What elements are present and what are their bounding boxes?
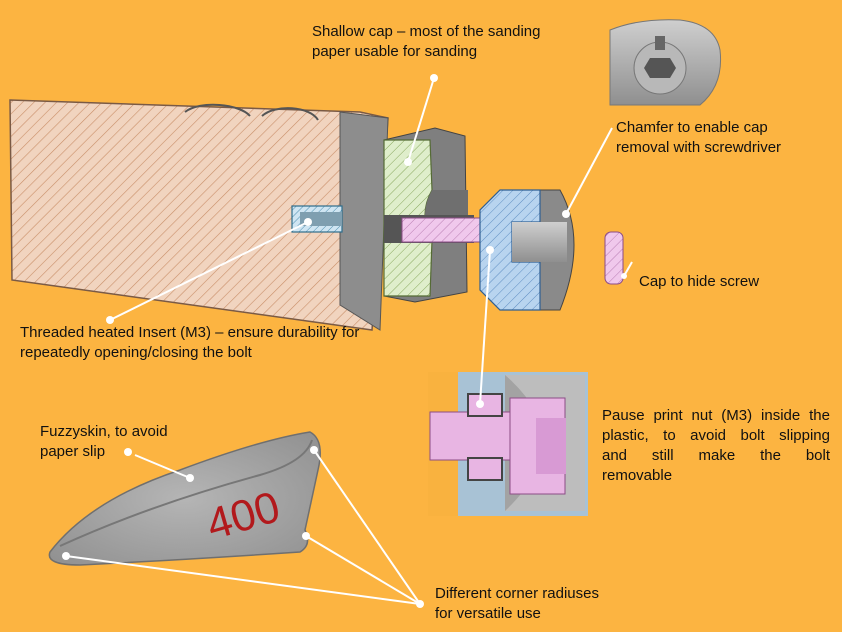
screw-cover-cap	[604, 231, 624, 285]
label-pause-print-nut: Pause print nut (M3) inside the plastic,…	[602, 407, 830, 484]
label-chamfer: Chamfer to enable cap removal with screw…	[616, 119, 782, 156]
leader-dots	[62, 74, 627, 608]
shallow-cap-part	[383, 127, 474, 303]
label-shallow-cap: Shallow cap – most of the sanding paper …	[312, 23, 541, 60]
label-corner-radiuses: Different corner radiuses for versatile …	[435, 585, 599, 622]
leader-lines	[65, 77, 633, 605]
wedge-sanding-part: 400	[48, 431, 321, 566]
sanding-block-body	[9, 99, 389, 331]
label-threaded-insert: Threaded heated Insert (M3) – ensure dur…	[20, 324, 360, 361]
label-cap-hide-screw: Cap to hide screw	[639, 273, 760, 290]
chamfer-detail-view	[609, 19, 722, 106]
nut-detail-view	[428, 372, 588, 516]
threaded-insert	[291, 205, 343, 233]
label-fuzzyskin: Fuzzyskin, to avoid paper slip	[40, 423, 168, 460]
blue-cap-part	[479, 189, 575, 311]
